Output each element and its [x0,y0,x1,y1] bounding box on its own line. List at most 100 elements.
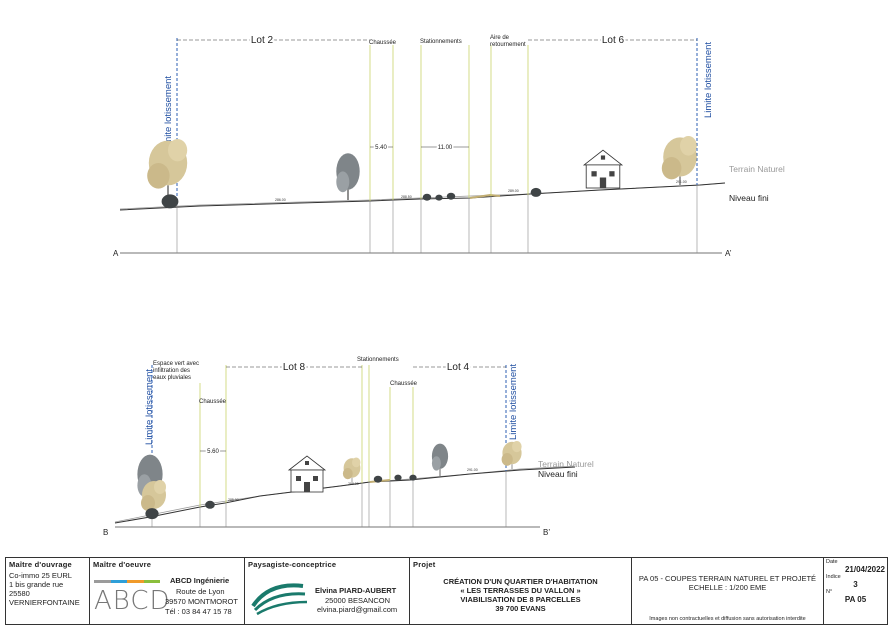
niveau-fini-aa [119,182,726,211]
shrub-aa-1 [161,194,179,209]
guide-lines-aa [369,45,529,201]
abcd-line-3: Tél : 03 84 47 15 78 [165,607,232,616]
tree-grey-bb-2 [431,443,449,477]
elevation-bb-2: 288.00 [348,482,359,486]
tree-grey-aa-1 [335,152,361,201]
abcd-bar-2 [110,580,127,583]
dim-chaussee-bb: 5.60 [207,449,219,455]
elevation-aa-2: 288.50 [401,195,412,199]
terrain-naturel-bb-label: Terrain Naturel [538,459,594,469]
limite-left-bb: Limite lotissement [144,369,155,445]
label-a: A [113,249,119,258]
tree-beige-bb-3 [501,440,522,470]
stationnements-label-aa: Stationnements [420,39,462,45]
shrub-aa-4 [446,192,456,200]
lot8-label-bb: Lot 8 [283,362,306,373]
shrub-bb-3 [373,475,383,483]
espace-label-3-bb: eaux pluviales [153,375,191,381]
paysagiste-logo-icon [251,583,308,616]
abcd-color-bar [94,580,160,583]
elevation-bb-3: 291.00 [467,468,478,472]
espace-label-1-bb: Espace vert avec [153,361,199,367]
title-block: Maître d'ouvrage Co-immo 25 EURL 1 bis g… [5,557,888,625]
tree-beige-aa-1 [146,138,188,196]
abcd-line-2: 39570 MONTMOROT [165,597,238,606]
paysagiste-line-1: 25000 BESANCON [325,596,391,605]
house-bb [288,455,326,493]
shrub-aa-3 [435,194,443,201]
aire-label-2-aa: retournement [490,42,526,48]
indice-label: Indice [826,574,841,580]
sections-drawing: A A’ Lot 2 [103,33,785,537]
shrub-bb-2 [205,500,215,509]
planche-note: Images non contractuelles et diffusion s… [649,616,806,622]
terrain-naturel-aa-label: Terrain Naturel [729,164,785,174]
dim-stationnements-aa: 11.00 [438,145,453,151]
abcd-company: ABCD Ingénierie [170,576,230,585]
elevation-bb-1: 285.00 [228,498,239,502]
paysagiste-cell: Paysagiste-conceptrice Elvina PIARD-AUBE… [245,558,410,624]
date-value: 21/04/2022 [844,565,885,574]
maitre-ouvrage-line-2: 1 bis grande rue [9,580,64,589]
paysagiste-name: Elvina PIARD-AUBERT [315,586,397,595]
label-b-prime: B’ [543,528,550,537]
elevation-aa-3: 289.00 [508,189,519,193]
paysagiste-line-2: elvina.piard@gmail.com [317,605,398,614]
chaussee-left-label-bb: Chaussée [199,399,227,405]
projet-cell: Projet CRÉATION D'UN QUARTIER D'HABITATI… [410,558,632,624]
projection-lines-bb [151,471,507,527]
paysagiste-header: Paysagiste-conceptrice [248,560,337,569]
label-b: B [103,528,108,537]
stationnements-label-bb: Stationnements [357,357,399,363]
maitre-ouvrage-line-3: 25580 [9,589,30,598]
niveau-fini-bb-label: Niveau fini [538,469,578,479]
section-bb: B B’ Lot 8 Lot 4 Espace v [103,357,594,537]
num-label: N° [826,589,833,595]
lot6-label-aa: Lot 6 [602,35,625,46]
terrain-naturel-aa [119,182,726,210]
planche-cell: PA 05 - COUPES TERRAIN NATUREL ET PROJET… [632,558,824,624]
tree-beige-aa-2 [661,135,698,186]
planche-echelle: ECHELLE : 1/200 EME [688,583,767,592]
projet-line-1: CRÉATION D'UN QUARTIER D'HABITATION [443,577,598,586]
date-label: Date [826,559,838,565]
shrub-aa-5 [530,187,542,197]
shrub-bb-5 [409,474,417,481]
abcd-bar-3 [127,580,144,583]
indice-value: 3 [853,580,858,589]
chaussee-right-label-bb: Chaussée [390,381,418,387]
maitre-ouvrage-line-1: Co-immo 25 EURL [9,571,72,580]
maitre-oeuvre-cell: Maître d'oeuvre ABCD ABCD Ingénierie Rou… [90,558,245,624]
chaussee-label-aa: Chaussée [369,40,397,46]
abcd-bar-4 [143,580,160,583]
guide-lines-bb [199,365,414,507]
espace-label-2-bb: infiltration des [153,368,190,374]
maitre-oeuvre-header: Maître d'oeuvre [93,560,152,569]
projection-lines-aa [176,185,698,253]
meta-cell: Date 21/04/2022 Indice 3 N° PA 05 [824,558,887,624]
tree-beige-bb-2 [342,457,361,483]
maitre-ouvrage-cell: Maître d'ouvrage Co-immo 25 EURL 1 bis g… [6,558,90,624]
shrub-aa-2 [422,193,432,201]
limite-right-aa: Limite lotissement [703,42,714,118]
label-a-prime: A’ [725,249,732,258]
limite-left-aa: Limite lotissement [163,76,174,152]
niveau-fini-aa-label: Niveau fini [729,193,769,203]
elevation-aa-4: 291.00 [676,180,687,184]
maitre-ouvrage-header: Maître d'ouvrage [9,560,72,569]
planche-title: PA 05 - COUPES TERRAIN NATUREL ET PROJET… [638,574,817,583]
limite-right-bb: Limite lotissement [508,364,519,440]
maitre-ouvrage-line-4: VERNIERFONTAINE [9,598,80,607]
shrub-bb-1 [145,508,159,520]
projet-line-2: « LES TERRASSES DU VALLON » [460,586,581,595]
projet-line-4: 39 700 EVANS [495,604,546,613]
road-fill-aa [469,193,501,199]
lot2-label-aa: Lot 2 [251,35,274,46]
shrub-bb-4 [394,474,402,481]
aire-label-1-aa: Aire de [490,35,510,41]
house-aa [583,149,623,189]
lot4-label-bb: Lot 4 [447,362,470,373]
abcd-line-1: Route de Lyon [176,587,225,596]
projet-header: Projet [413,560,436,569]
elevation-aa-1: 286.00 [275,198,286,202]
